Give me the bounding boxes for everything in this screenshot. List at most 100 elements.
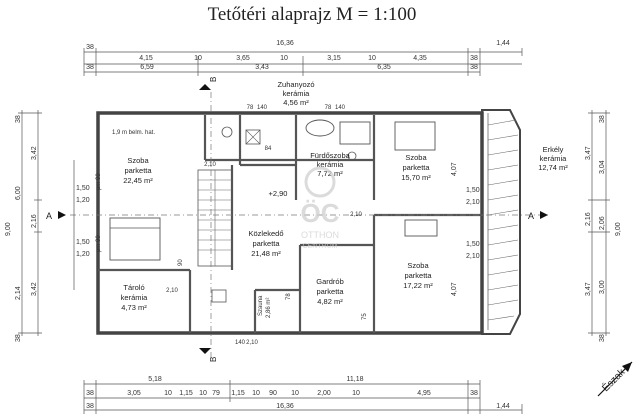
dim-right-3: 2,16 <box>585 212 592 226</box>
section-lines <box>70 92 548 360</box>
watermark-line1: OTTHON <box>301 230 339 240</box>
room-furdo-floor: kerámia <box>317 160 345 169</box>
dim-left-0: 38 <box>15 115 22 123</box>
dim-right-inner-5: 4,07 <box>451 282 458 296</box>
room-szauna-area: 2,86 m² <box>266 298 272 318</box>
dim-top-3-0: 38 <box>86 64 94 71</box>
dim-bottom-2-5: 79 <box>212 390 220 397</box>
dim-right-inner-0: 4,07 <box>451 162 458 176</box>
misc-label-140-b: 140 <box>335 105 346 111</box>
misc-label-pm90-a: pm 90 <box>96 173 102 190</box>
dim-left-6: 38 <box>15 334 22 342</box>
room-szauna-name: Szauna <box>258 295 264 316</box>
room-szoba-2-floor: parketta <box>402 163 430 172</box>
watermark-line2: CENTRUM <box>303 243 338 250</box>
bottom-dimension-lines <box>83 380 523 414</box>
dim-top-1-3: 3,65 <box>236 55 250 62</box>
staircase <box>197 169 233 267</box>
room-zuhanyozo-name: Zuhanyozó <box>277 80 314 89</box>
right-dimension-lines <box>588 110 610 336</box>
dim-right-inner-3: 1,50 <box>466 241 480 248</box>
misc-label-140-a: 140 <box>257 105 268 111</box>
section-b-bottom-label: B <box>209 357 218 362</box>
dim-bottom-1-1: 11,18 <box>347 376 364 383</box>
room-szoba-3-floor: parketta <box>404 271 432 280</box>
dim-right-1: 3,47 <box>585 146 592 160</box>
dim-bottom-2-10: 2,00 <box>317 390 331 397</box>
dim-top-1-8: 38 <box>470 55 478 62</box>
dim-top-3-2: 3,43 <box>255 64 269 71</box>
watermark-logo: ÖC OTTHON CENTRUM <box>301 166 340 250</box>
misc-label-84: 84 <box>265 146 272 152</box>
top-dimension-lines <box>83 48 523 76</box>
dim-top-3-3: 6,35 <box>377 64 391 71</box>
dim-bottom-2-6: 1,15 <box>231 390 245 397</box>
bottom-dimension-texts: 5,18 11,18 38 3,05 10 1,15 10 79 1,15 10… <box>86 376 510 410</box>
dim-bottom-2-0: 38 <box>86 390 94 397</box>
dim-bottom-2-2: 10 <box>164 390 172 397</box>
dim-bottom-2-13: 38 <box>470 390 478 397</box>
dim-right-4: 2,06 <box>599 216 606 230</box>
misc-label-220: 78 <box>286 293 292 300</box>
dim-left-1: 3,42 <box>31 146 38 160</box>
dim-left-inner-1: 1,20 <box>76 197 90 204</box>
dim-right-5: 9,00 <box>615 222 622 236</box>
room-szoba-1-name: Szoba <box>127 156 149 165</box>
dim-top-1-4: 10 <box>280 55 288 62</box>
dim-left-2: 6,00 <box>15 186 22 200</box>
dim-right-8: 38 <box>599 334 606 342</box>
room-labels: 1,9 m belm. hat. Szoba parketta 22,45 m²… <box>112 80 568 318</box>
right-dimension-texts: 38 3,47 3,04 2,16 2,06 9,00 3,47 3,00 38… <box>451 115 622 342</box>
compass-label: Észak <box>599 365 628 394</box>
room-gardrob-floor: parketta <box>316 287 344 296</box>
top-dimension-texts: 38 4,15 10 3,65 10 3,15 10 4,35 38 1,44 … <box>86 40 510 71</box>
watermark-brand: ÖC <box>301 198 340 228</box>
dim-bottom-2-9: 10 <box>291 390 299 397</box>
room-erkely-area: 12,74 m² <box>538 163 568 172</box>
dim-left-3: 2,16 <box>31 214 38 228</box>
dim-top-1-1: 4,15 <box>139 55 153 62</box>
room-zuhanyozo-floor: kerámia <box>283 89 311 98</box>
dim-top-3-1: 6,59 <box>140 64 154 71</box>
room-kozlekedo-name: Közlekedő <box>248 229 283 238</box>
dim-left-inner-3: 1,20 <box>76 251 90 258</box>
misc-label-90-a: 90 <box>178 259 184 266</box>
north-arrow: Észak <box>597 361 633 397</box>
misc-label-210-c: 2,10 <box>166 288 178 294</box>
dim-top-1-2: 10 <box>194 55 202 62</box>
dim-bottom-1-0: 5,18 <box>148 376 162 383</box>
room-gardrob-name: Gardrób <box>316 277 344 286</box>
dim-right-2: 3,04 <box>599 160 606 174</box>
dim-right-inner-1: 1,50 <box>466 187 480 194</box>
room-szoba-1-area: 22,45 m² <box>123 176 153 185</box>
dim-left-5: 3,42 <box>31 282 38 296</box>
room-szoba-3-area: 17,22 m² <box>403 281 433 290</box>
dim-bottom-3-0: 38 <box>86 403 94 410</box>
misc-label-140-c: 2,10 <box>246 340 258 346</box>
balcony <box>481 109 521 335</box>
dim-right-6: 3,47 <box>585 282 592 296</box>
dim-right-0: 38 <box>599 115 606 123</box>
misc-label-198: 75 <box>362 313 368 320</box>
dim-top-1-6: 10 <box>368 55 376 62</box>
misc-labels: pm 90 pm 90 +2,90 2,10 2,10 78 140 78 14… <box>96 105 368 346</box>
room-szoba-1-floor: parketta <box>124 166 152 175</box>
room-kozlekedo-floor: parketta <box>252 239 280 248</box>
section-b-top-label: B <box>209 77 218 82</box>
room-furdo-name: Fürdőszoba <box>310 151 350 160</box>
section-a-markers: A A <box>46 211 548 221</box>
section-b-bottom-marker: B <box>199 348 218 362</box>
section-a-left-label: A <box>46 211 52 221</box>
room-szoba-3-name: Szoba <box>407 261 429 270</box>
dim-bottom-2-7: 10 <box>252 390 260 397</box>
room-kozlekedo-area: 21,48 m² <box>251 249 281 258</box>
dim-top-1-5: 3,15 <box>327 55 341 62</box>
misc-label-78-c: 140 <box>235 340 246 346</box>
note-height: 1,9 m belm. hat. <box>112 130 155 136</box>
interior-walls <box>98 115 482 333</box>
furniture <box>109 119 438 303</box>
room-zuhanyozo-area: 4,56 m² <box>283 98 309 107</box>
dim-bottom-2-12: 4,95 <box>417 390 431 397</box>
dim-bottom-2-4: 10 <box>199 390 207 397</box>
misc-label-210-b: 2,10 <box>350 212 362 218</box>
